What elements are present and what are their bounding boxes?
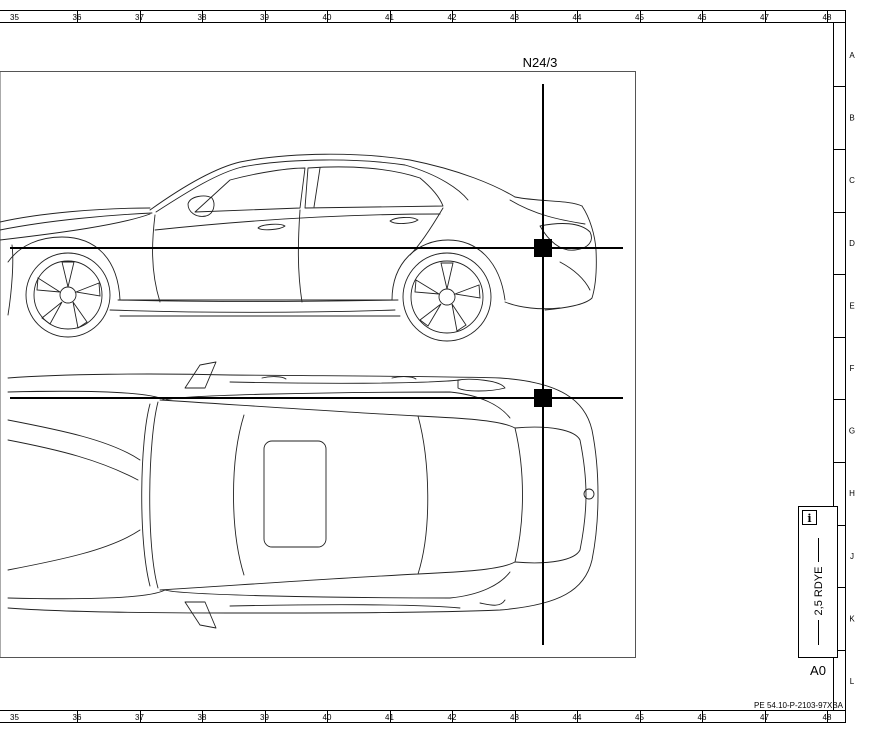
column-label-top: 42 [448,13,457,22]
column-label-bottom: 44 [573,713,582,722]
sheet-frame [0,10,846,723]
column-label-top: 35 [10,13,19,22]
document-reference: PE 54.10-P-2103-97XBA [754,701,844,710]
drawing-area [0,71,636,658]
car-top-view [7,361,599,629]
column-label-bottom: 41 [385,713,394,722]
row-label: L [850,677,855,686]
column-label-top: 37 [135,13,144,22]
row-labels: A B C D E F G H J K L [849,51,855,686]
row-label: B [849,114,854,123]
row-label: A [849,51,855,60]
component-label: N24/3 [523,55,558,70]
column-label-bottom: 36 [73,713,82,722]
column-label-top: 40 [323,13,332,22]
sheet-label: A0 [810,663,826,678]
info-box: i 2,5 RDYE [798,506,838,658]
column-label-bottom: 37 [135,713,144,722]
column-label-top: 41 [385,13,394,22]
column-label-bottom: 48 [823,713,832,722]
column-label-bottom: 40 [323,713,332,722]
component-marker-side[interactable] [534,239,552,257]
car-side-view [0,153,597,317]
column-label-top: 43 [510,13,519,22]
column-label-top: 36 [73,13,82,22]
column-labels-bottom: 35 36 37 38 39 40 41 42 43 44 45 46 47 48 [10,713,832,722]
column-labels-top: 35 36 37 38 39 40 41 42 43 44 45 46 47 48 [10,13,832,22]
row-label: F [850,364,855,373]
row-label: C [849,176,855,185]
column-label-bottom: 46 [698,713,707,722]
column-label-bottom: 43 [510,713,519,722]
column-ticks-top [77,10,828,22]
column-label-bottom: 42 [448,713,457,722]
rear-wheel [402,252,492,342]
column-label-top: 46 [698,13,707,22]
column-label-top: 48 [823,13,832,22]
column-label-bottom: 39 [260,713,269,722]
row-label: E [849,301,854,310]
column-label-bottom: 38 [198,713,207,722]
component-marker-top[interactable] [534,389,552,407]
info-icon[interactable] [802,510,817,525]
column-label-top: 45 [635,13,644,22]
component-leader-lines [10,84,623,645]
row-label: J [850,552,854,561]
row-label: G [849,427,855,436]
column-ticks-bottom [77,711,828,722]
column-label-bottom: 45 [635,713,644,722]
column-label-top: 39 [260,13,269,22]
column-label-top: 38 [198,13,207,22]
column-label-bottom: 35 [10,713,19,722]
info-icon-glyph: i [807,512,811,525]
column-label-bottom: 47 [760,713,769,722]
row-label: D [849,239,855,248]
info-box-text: 2,5 RDYE [813,567,825,616]
row-label: K [849,614,855,623]
column-label-top: 47 [760,13,769,22]
column-label-top: 44 [573,13,582,22]
row-label: H [849,489,855,498]
front-wheel [25,252,111,338]
